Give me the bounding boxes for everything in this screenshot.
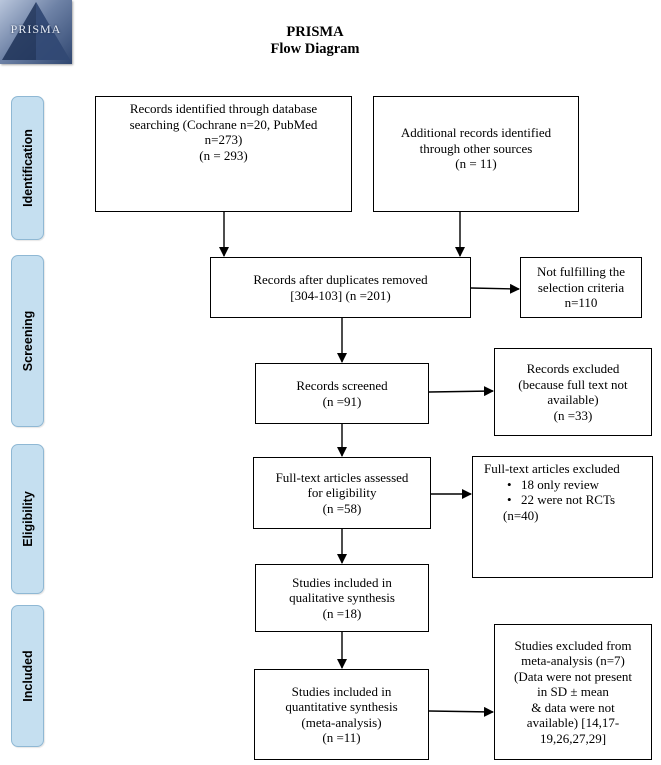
box-total: (n=40)	[503, 507, 539, 523]
box-records-excluded: Records excluded (because full text not …	[494, 348, 652, 436]
box-line: through other sources	[419, 140, 533, 156]
title-line-1: PRISMA	[286, 24, 344, 40]
box-line: Full-text articles assessed	[275, 469, 409, 485]
box-line: & data were not	[531, 699, 615, 715]
box-line: qualitative synthesis	[289, 590, 395, 606]
stage-included: Included	[11, 605, 44, 747]
box-line: Records identified through database	[129, 101, 318, 116]
box-line: in SD ± mean	[537, 684, 609, 700]
box-fulltext-assessed: Full-text articles assessed for eligibil…	[253, 457, 431, 529]
box-quantitative-synthesis: Studies included in quantitative synthes…	[254, 669, 429, 760]
box-fulltext-excluded: Full-text articles excluded 18 only revi…	[472, 456, 653, 578]
box-other-records: Additional records identified through ot…	[373, 96, 579, 212]
box-line: (n =18)	[322, 605, 362, 621]
box-qualitative-synthesis: Studies included in qualitative synthesi…	[255, 564, 429, 632]
box-line: n=110	[564, 295, 598, 311]
stage-identification: Identification	[11, 96, 44, 240]
box-database-records: Records identified through database sear…	[95, 96, 352, 212]
list-item: 22 were not RCTs	[473, 492, 615, 508]
box-line: Records after duplicates removed	[253, 272, 428, 287]
box-line: meta-analysis (n=7)	[521, 653, 625, 669]
pyramid-icon	[2, 2, 70, 60]
box-line: [304-103] (n =201)	[290, 287, 391, 303]
logo-text: PRISMA	[10, 22, 62, 36]
title-line-2: Flow Diagram	[270, 41, 360, 57]
arrow-to-not-fulfilling	[470, 283, 520, 294]
box-line: (n =58)	[322, 500, 362, 516]
box-line: (n =33)	[553, 407, 593, 423]
list-item: 18 only review	[473, 477, 615, 493]
box-not-fulfilling: Not fulfilling the selection criteria n=…	[520, 257, 642, 318]
box-line: 19,26,27,29]	[539, 730, 607, 746]
arrow-to-excluded-screen	[428, 386, 494, 397]
page-title: PRISMA Flow Diagram	[215, 24, 415, 58]
box-line: Not fulfilling the	[536, 264, 626, 280]
box-line: n=273)	[204, 132, 243, 147]
box-meta-excluded: Studies excluded from meta-analysis (n=7…	[494, 624, 652, 760]
box-line: (Data were not present	[513, 668, 633, 684]
box-line: Studies included in	[291, 683, 392, 699]
box-line: Records screened	[296, 378, 388, 393]
box-line: available) [14,17-	[526, 715, 620, 731]
box-line: for eligibility	[307, 485, 377, 501]
stage-eligibility: Eligibility	[11, 444, 44, 594]
box-line: (n = 11)	[455, 156, 497, 171]
box-line: Studies included in	[292, 574, 392, 590]
box-line: available)	[547, 392, 599, 407]
box-line: Additional records identified	[400, 125, 552, 140]
prisma-logo: PRISMA	[0, 0, 72, 64]
stage-screening: Screening	[11, 255, 44, 427]
box-line: (because full text not	[518, 376, 628, 392]
box-line: quantitative synthesis	[285, 699, 398, 714]
box-after-duplicates: Records after duplicates removed [304-10…	[210, 257, 471, 318]
box-line: (n =91)	[322, 393, 362, 409]
box-line: (meta-analysis)	[301, 714, 382, 730]
box-line: Records excluded	[526, 361, 620, 376]
box-line: selection criteria	[537, 279, 625, 295]
box-line: (n = 293)	[199, 147, 248, 163]
box-line: Studies excluded from	[514, 637, 632, 653]
box-records-screened: Records screened (n =91)	[255, 363, 429, 424]
box-line: searching (Cochrane n=20, PubMed	[129, 116, 318, 132]
box-line: (n =11)	[322, 730, 361, 745]
box-title: Full-text articles excluded	[484, 461, 620, 476]
exclusion-reasons-list: 18 only review 22 were not RCTs	[473, 477, 615, 508]
arrow-to-meta-excluded	[428, 706, 494, 717]
